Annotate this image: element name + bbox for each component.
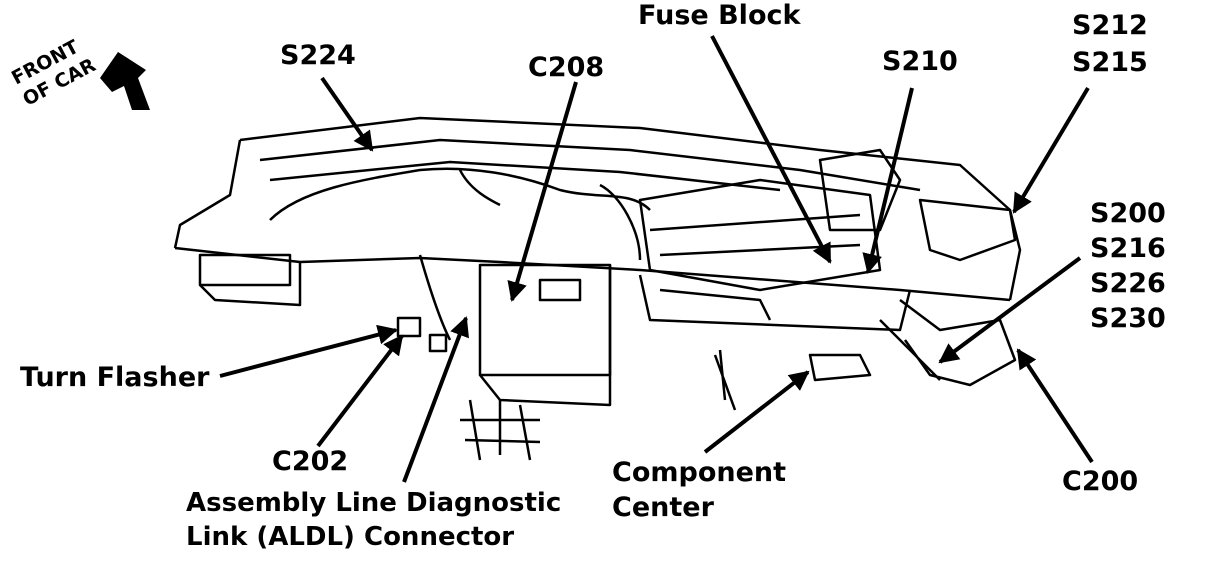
s226-label: S226 <box>1090 268 1166 299</box>
s200-s230-labels: S200 S216 S226 S230 <box>1090 200 1166 332</box>
callout-arrows <box>219 35 1094 483</box>
s215-label: S215 <box>1072 47 1148 78</box>
s210-label: S210 <box>882 46 958 77</box>
s216-label: S216 <box>1090 233 1166 264</box>
c200-label: C200 <box>1062 466 1139 497</box>
fuse-block-label: Fuse Block <box>638 0 801 31</box>
component-center-label: Component Center <box>612 455 786 525</box>
aldl-line-1: Assembly Line Diagnostic <box>186 488 562 518</box>
c202-label: C202 <box>272 446 349 477</box>
aldl-line-2: Link (ALDL) Connector <box>186 521 515 552</box>
s212-s215-labels: S212 S215 <box>1072 12 1148 76</box>
s212-label: S212 <box>1072 10 1148 41</box>
s230-label: S230 <box>1090 303 1166 334</box>
s200-label: S200 <box>1090 198 1166 229</box>
aldl-label: Assembly Line Diagnostic Link (ALDL) Con… <box>186 487 561 555</box>
component-line-1: Component <box>612 457 787 488</box>
component-line-2: Center <box>612 492 714 524</box>
c208-label: C208 <box>528 52 605 83</box>
turn-flasher-label: Turn Flasher <box>20 362 210 393</box>
s224-label: S224 <box>280 40 356 71</box>
front-direction-arrow <box>100 52 150 110</box>
